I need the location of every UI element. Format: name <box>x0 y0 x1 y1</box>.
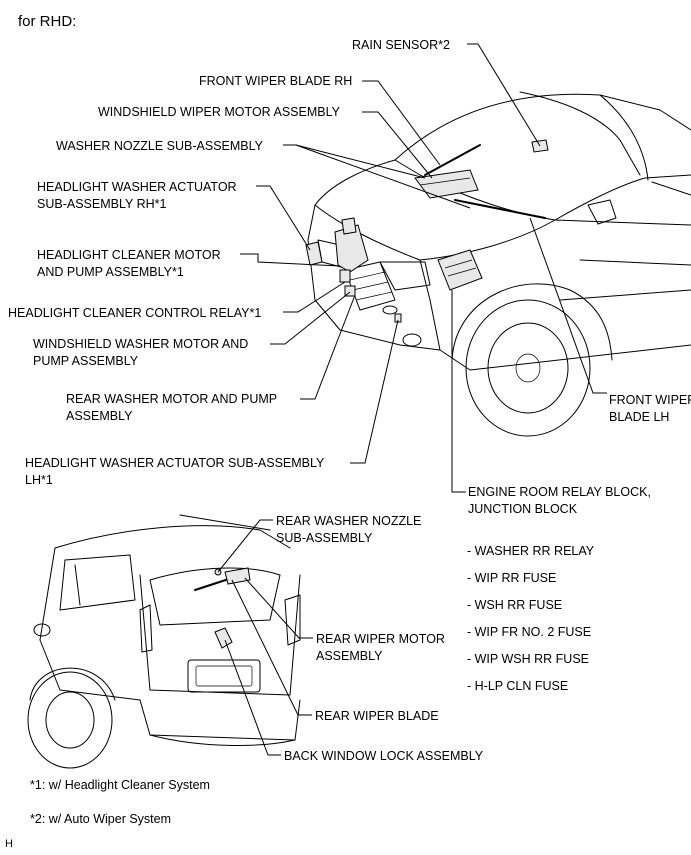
relay-list-item: - H-LP CLN FUSE <box>467 679 569 693</box>
label-rear-washer-motor-line2: ASSEMBLY <box>66 409 133 423</box>
label-ws-washer-motor-line1: WINDSHIELD WASHER MOTOR AND <box>33 337 249 351</box>
label-rear-washer-nozzle-line1: REAR WASHER NOZZLE <box>276 514 422 528</box>
front-leader-lines <box>240 43 607 493</box>
label-hl-cleaner-motor-line1: HEADLIGHT CLEANER MOTOR <box>37 248 221 262</box>
footnote-1: *1: w/ Headlight Cleaner System <box>30 778 210 792</box>
relay-list-item: - WIP FR NO. 2 FUSE <box>467 625 592 639</box>
label-rear-washer-motor-line1: REAR WASHER MOTOR AND PUMP <box>66 392 278 406</box>
label-hl-washer-actuator-lh-line1: HEADLIGHT WASHER ACTUATOR SUB-ASSEMBLY <box>25 456 325 470</box>
relay-list-item: - WASHER RR RELAY <box>467 544 595 558</box>
rear-vehicle-drawing <box>27 514 301 769</box>
rear-leader-lines <box>217 519 313 756</box>
figure-code: H <box>5 838 13 850</box>
label-rear-wiper-blade: REAR WIPER BLADE <box>315 709 439 723</box>
label-rear-washer-nozzle-line2: SUB-ASSEMBLY <box>276 531 373 545</box>
front-parts-drawing <box>305 139 549 323</box>
label-rear-wiper-motor-line2: ASSEMBLY <box>316 649 383 663</box>
label-hl-cleaner-motor-line2: AND PUMP ASSEMBLY*1 <box>37 265 184 279</box>
front-vehicle-drawing <box>307 91 691 437</box>
label-rear-wiper-motor-line1: REAR WIPER MOTOR <box>316 632 445 646</box>
label-hl-washer-actuator-rh-line1: HEADLIGHT WASHER ACTUATOR <box>37 180 237 194</box>
variant-heading: for RHD: <box>18 13 77 30</box>
label-back-window-lock: BACK WINDOW LOCK ASSEMBLY <box>284 749 484 763</box>
relay-list-item: - WIP RR FUSE <box>467 571 557 585</box>
relay-list-item: - WIP WSH RR FUSE <box>467 652 589 666</box>
label-washer-nozzle: WASHER NOZZLE SUB-ASSEMBLY <box>56 139 263 153</box>
label-hl-cleaner-relay: HEADLIGHT CLEANER CONTROL RELAY*1 <box>8 306 262 320</box>
label-engine-room-relay-line1: ENGINE ROOM RELAY BLOCK, <box>468 485 651 499</box>
label-front-wiper-blade-lh-line1: FRONT WIPER <box>609 393 691 407</box>
label-engine-room-relay-line2: JUNCTION BLOCK <box>468 502 578 516</box>
label-ws-washer-motor-line2: PUMP ASSEMBLY <box>33 354 139 368</box>
label-front-wiper-blade-rh: FRONT WIPER BLADE RH <box>199 74 353 88</box>
label-hl-washer-actuator-lh-line2: LH*1 <box>25 473 53 487</box>
relay-list-item: - WSH RR FUSE <box>467 598 563 612</box>
label-rain-sensor: RAIN SENSOR*2 <box>352 38 450 52</box>
rear-parts-drawing <box>194 567 251 649</box>
label-windshield-wiper-motor: WINDSHIELD WIPER MOTOR ASSEMBLY <box>98 105 340 119</box>
footnote-2: *2: w/ Auto Wiper System <box>30 812 172 826</box>
label-hl-washer-actuator-rh-line2: SUB-ASSEMBLY RH*1 <box>37 197 167 211</box>
label-front-wiper-blade-lh-line2: BLADE LH <box>609 410 670 424</box>
